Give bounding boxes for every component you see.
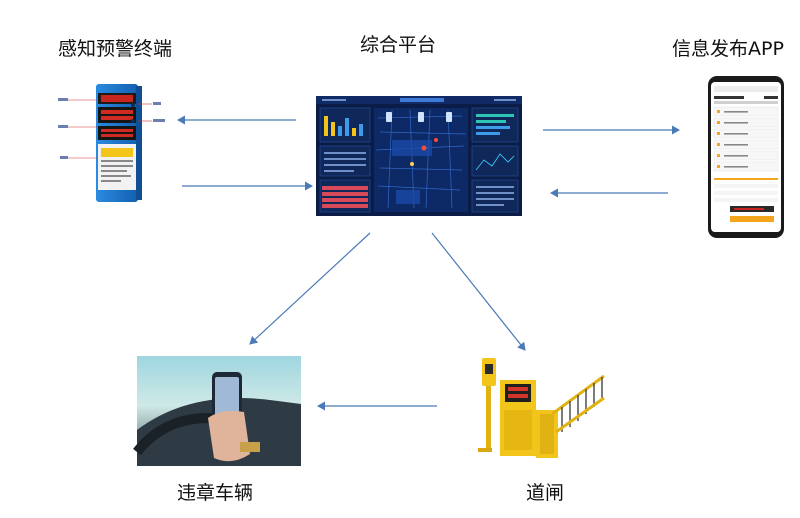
label-app: 信息发布APP — [672, 38, 784, 60]
platform-dashboard — [316, 96, 522, 216]
label-vehicle: 违章车辆 — [177, 482, 254, 504]
label-platform: 综合平台 — [360, 34, 437, 56]
arrow-platform-to-gate — [431, 232, 526, 351]
gate-barrier — [478, 358, 605, 458]
sensor-terminal-device — [58, 84, 165, 202]
arrow-platform-to-vehicle — [249, 232, 371, 345]
label-sensor-terminal: 感知预警终端 — [58, 38, 173, 60]
label-gate: 道闸 — [526, 482, 565, 504]
app-phone — [708, 76, 784, 238]
vehicle-photo — [133, 356, 301, 466]
